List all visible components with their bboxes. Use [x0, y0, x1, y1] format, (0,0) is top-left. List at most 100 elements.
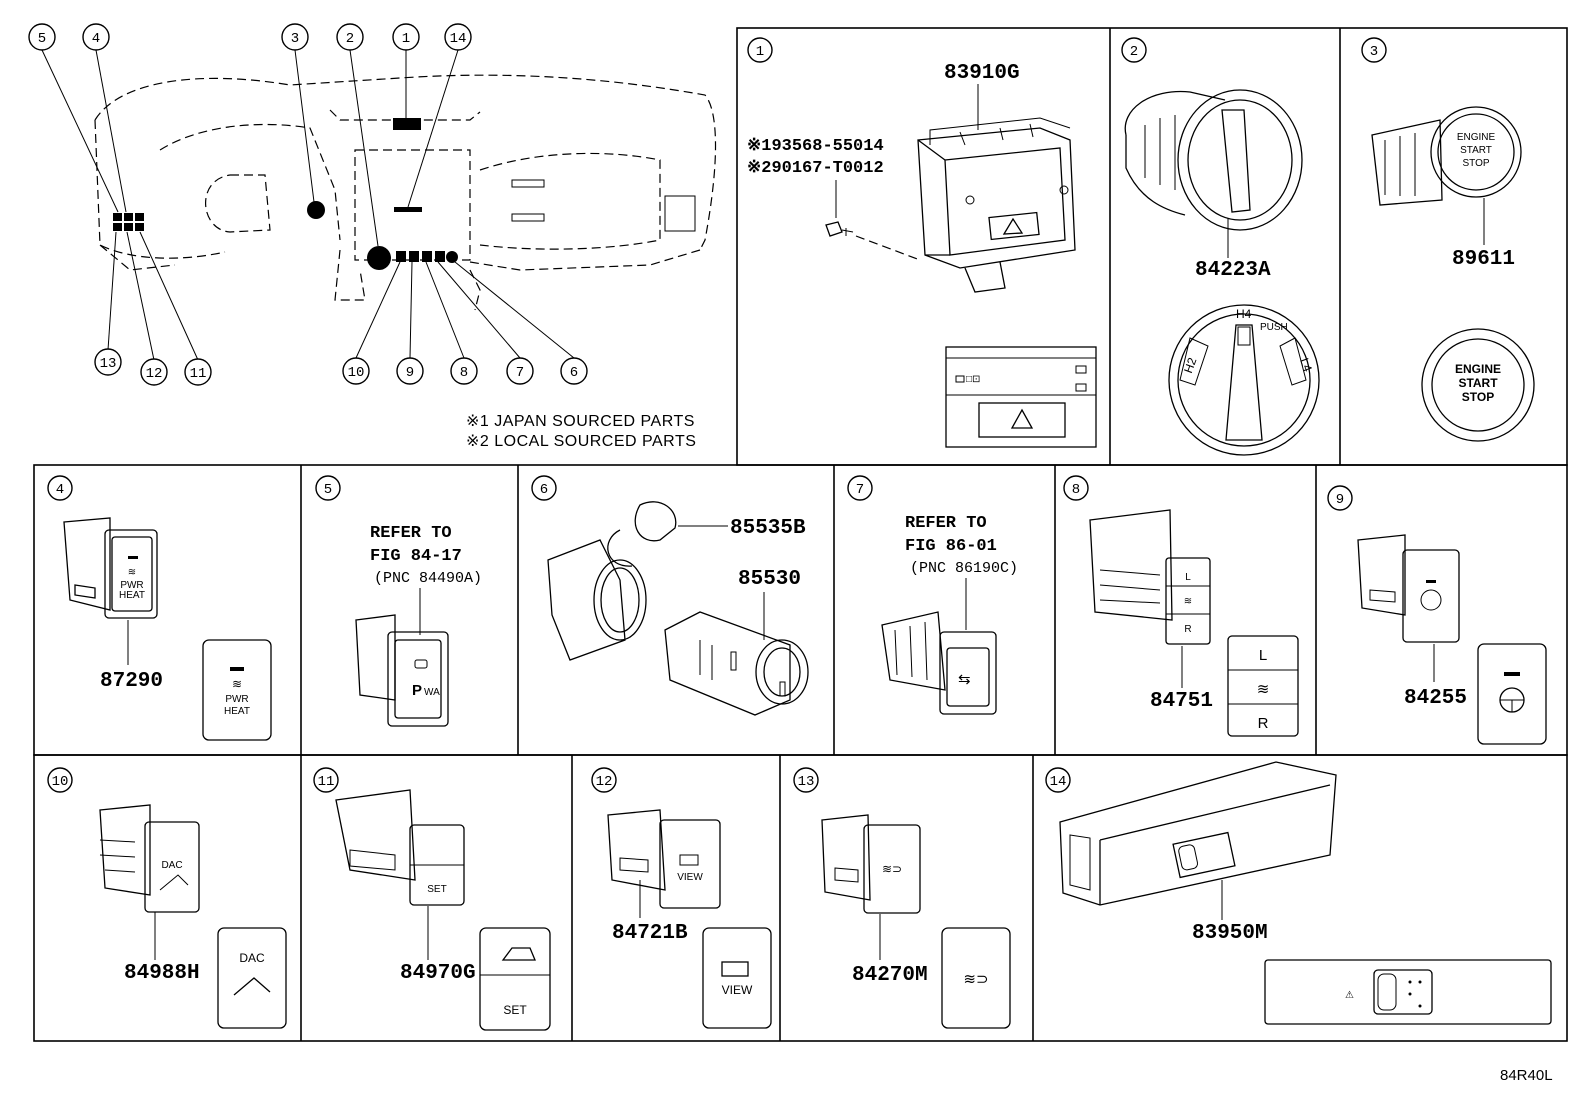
panel-13-mirror-heat-switch: 13 ≋⊃ 84270M ≋⊃	[793, 767, 1011, 1029]
svg-text:3: 3	[291, 31, 299, 47]
svg-text:FIG 86-01: FIG 86-01	[905, 537, 997, 556]
callout-10: 10	[342, 357, 370, 385]
callout-13: 13	[94, 348, 122, 376]
svg-text:PWR: PWR	[120, 580, 143, 591]
svg-text:※193568-55014: ※193568-55014	[747, 137, 884, 156]
svg-text:START: START	[1460, 145, 1492, 156]
svg-text:6: 6	[570, 365, 578, 381]
callout-14: 14	[444, 23, 472, 51]
svg-text:REFER TO: REFER TO	[370, 524, 452, 543]
part-84270M: 84270M	[852, 964, 928, 987]
svg-text:12: 12	[146, 366, 163, 382]
panel-7-refer: 7 REFER TO FIG 86-01 (PNC 86190C) ⇆	[847, 475, 1018, 715]
svg-text:1: 1	[756, 44, 764, 60]
panel-10-dac-switch: 10 DAC 84988H DAC	[47, 767, 287, 1029]
svg-text:HEAT: HEAT	[224, 706, 250, 717]
svg-text:HEAT: HEAT	[119, 590, 145, 601]
panel-6-power-outlet: 6 85535B 85530	[531, 475, 809, 716]
svg-text:P: P	[412, 682, 422, 699]
panel-8-seat-heat-switch: 8 L ≋ R 84751 L ≋ R	[1063, 475, 1299, 737]
part-84721B: 84721B	[612, 922, 688, 945]
svg-text:PUSH: PUSH	[1260, 322, 1288, 333]
panel-3-engine-start-button: 3 ENGINE START STOP 89611 ENGINE START S…	[1361, 37, 1535, 442]
callout-6: 6	[560, 357, 588, 385]
callout-7: 7	[506, 357, 534, 385]
part-85535B: 85535B	[730, 517, 806, 540]
svg-text:VIEW: VIEW	[722, 983, 753, 997]
svg-text:1: 1	[402, 31, 410, 47]
note-local-sourced: ※2 LOCAL SOURCED PARTS	[466, 433, 696, 450]
svg-text:11: 11	[190, 366, 207, 382]
svg-text:ENGINE: ENGINE	[1457, 132, 1496, 143]
svg-text:R: R	[1184, 624, 1191, 635]
svg-text:SET: SET	[503, 1003, 527, 1017]
svg-text:⇆: ⇆	[958, 671, 971, 688]
svg-text:REFER TO: REFER TO	[905, 514, 987, 533]
part-87290: 87290	[100, 670, 163, 693]
panel-2-transfer-switch: 2 84223A H4 PUSH H2 L4	[1121, 37, 1320, 456]
part-85530: 85530	[738, 568, 801, 591]
panel-11-crawl-switch: 11 SET 84970G SET	[313, 767, 551, 1031]
svg-text:2: 2	[346, 31, 354, 47]
svg-text:8: 8	[460, 365, 468, 381]
callout-4: 4	[82, 23, 110, 51]
svg-text:14: 14	[450, 31, 467, 47]
panel-5-refer: 5 REFER TO FIG 84-17 (PNC 84490A) P WA	[315, 475, 482, 727]
panel-12-view-switch: 12 VIEW 84721B VIEW	[591, 767, 772, 1029]
svg-text:SET: SET	[427, 884, 446, 895]
svg-text:9: 9	[1336, 492, 1344, 508]
svg-text:≋⊃: ≋⊃	[963, 971, 988, 988]
svg-text:6: 6	[540, 482, 548, 498]
svg-text:R: R	[1258, 715, 1269, 732]
svg-text:DAC: DAC	[239, 951, 265, 965]
part-89611: 89611	[1452, 248, 1515, 271]
dashboard-overview: 5 4 3 2 1 14 13 12 11 10 9 8 7 6 ※1 JAPA…	[28, 23, 717, 450]
svg-text:START: START	[1458, 376, 1498, 390]
svg-text:11: 11	[318, 774, 335, 790]
svg-text:≋: ≋	[1257, 681, 1270, 698]
svg-text:4: 4	[92, 31, 100, 47]
svg-text:⚠: ⚠	[1345, 990, 1354, 1001]
svg-text:FIG 84-17: FIG 84-17	[370, 547, 462, 566]
svg-text:※290167-T0012: ※290167-T0012	[747, 159, 884, 178]
svg-text:5: 5	[38, 31, 46, 47]
panel-1-hazard-switch: 1 83910G ※193568-55014 ※290167-T0012 □⊡	[747, 37, 1097, 448]
svg-text:7: 7	[856, 482, 864, 498]
svg-text:DAC: DAC	[161, 860, 182, 871]
svg-text:PWR: PWR	[225, 694, 248, 705]
svg-text:H2: H2	[1181, 355, 1200, 375]
svg-text:8: 8	[1072, 482, 1080, 498]
svg-text:13: 13	[100, 356, 117, 372]
panel-4-pwr-heat-switch: 4 ≋ PWR HEAT 87290 ≋ PWR HEAT	[47, 475, 272, 741]
svg-text:WA: WA	[424, 687, 440, 698]
svg-text:(PNC 84490A): (PNC 84490A)	[374, 570, 482, 587]
panel-14-console-switch: 14 83950M ⚠	[1045, 761, 1552, 1025]
svg-text:14: 14	[1050, 774, 1067, 790]
svg-text:≋⊃: ≋⊃	[882, 862, 902, 876]
part-84751: 84751	[1150, 690, 1213, 713]
svg-text:≋: ≋	[232, 677, 242, 691]
svg-text:STOP: STOP	[1462, 390, 1494, 404]
callout-9: 9	[396, 357, 424, 385]
svg-text:5: 5	[324, 482, 332, 498]
svg-text:9: 9	[406, 365, 414, 381]
svg-text:L4: L4	[1297, 356, 1315, 374]
svg-text:(PNC 86190C): (PNC 86190C)	[910, 560, 1018, 577]
part-83950M: 83950M	[1192, 922, 1268, 945]
svg-text:H4: H4	[1236, 307, 1252, 321]
svg-text:ENGINE: ENGINE	[1455, 362, 1501, 376]
part-84988H: 84988H	[124, 962, 200, 985]
callout-8: 8	[450, 357, 478, 385]
svg-text:4: 4	[56, 482, 64, 498]
svg-text:2: 2	[1130, 44, 1138, 60]
part-84255: 84255	[1404, 687, 1467, 710]
part-83910G: 83910G	[944, 62, 1020, 85]
svg-text:L: L	[1259, 647, 1267, 664]
svg-text:≋: ≋	[1184, 596, 1192, 607]
svg-text:7: 7	[516, 365, 524, 381]
callout-2: 2	[336, 23, 364, 51]
svg-text:10: 10	[52, 774, 69, 790]
diagram-code: 84R40L	[1500, 1067, 1553, 1084]
part-84970G: 84970G	[400, 962, 476, 985]
